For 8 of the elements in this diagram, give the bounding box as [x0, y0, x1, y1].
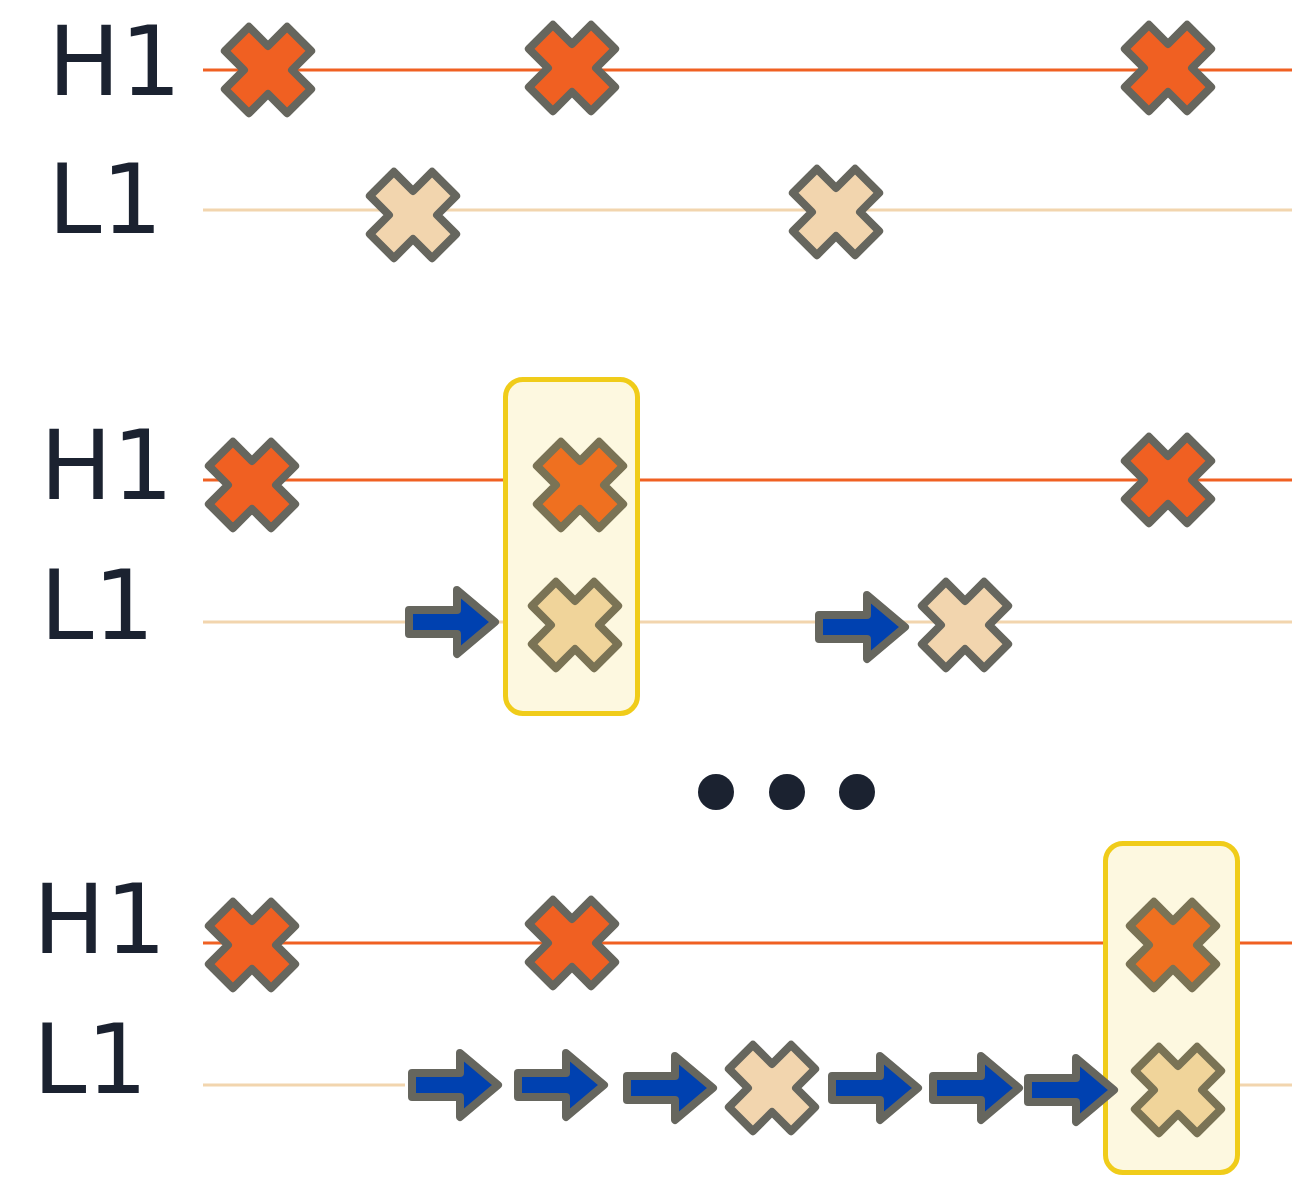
row-label: L1	[48, 152, 163, 248]
row-label: L1	[40, 558, 155, 654]
row-label: H1	[40, 418, 174, 514]
highlight-box	[503, 377, 640, 716]
highlight-box	[1103, 841, 1240, 1175]
row-label: H1	[48, 14, 182, 110]
row-label: H1	[33, 872, 167, 968]
row-label: L1	[33, 1012, 148, 1108]
